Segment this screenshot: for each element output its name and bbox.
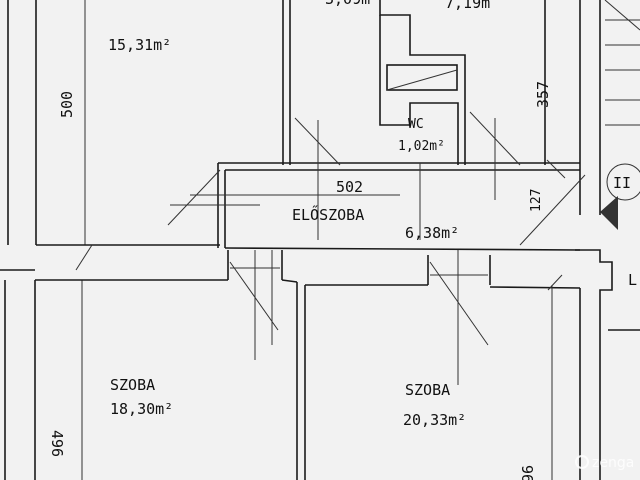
room-name-label: ELŐSZOBA [292,204,364,224]
room-area-label: 1,02m² [398,139,445,154]
room-area-label: 6,38m² [405,224,459,242]
dimension-label: 502 [336,178,363,196]
staircase-marker: II [613,174,631,192]
dimension-label: 357 [534,81,552,108]
svg-text:zenga: zenga [592,455,634,471]
room-area-label: 15,31m² [108,36,171,54]
room-area-label: 20,33m² [403,411,466,429]
dimension-label: 127 [529,189,544,212]
room-name-label: SZOBA [405,381,450,399]
room-name-label: SZOBA [110,376,155,394]
watermark-logo: zenga [575,455,634,471]
marker-label: L [628,271,637,289]
dimension-label: 496 [48,430,66,457]
room-area-label: 3,09m [325,0,370,8]
staircase [600,0,640,230]
dimension-label: 96 [518,465,536,480]
room-area-label: 7,19m [445,0,490,12]
room-area-label: 18,30m² [110,400,173,418]
room-name-label: WC [408,117,424,132]
dimension-label: 500 [58,91,76,118]
door-swings [75,111,586,385]
